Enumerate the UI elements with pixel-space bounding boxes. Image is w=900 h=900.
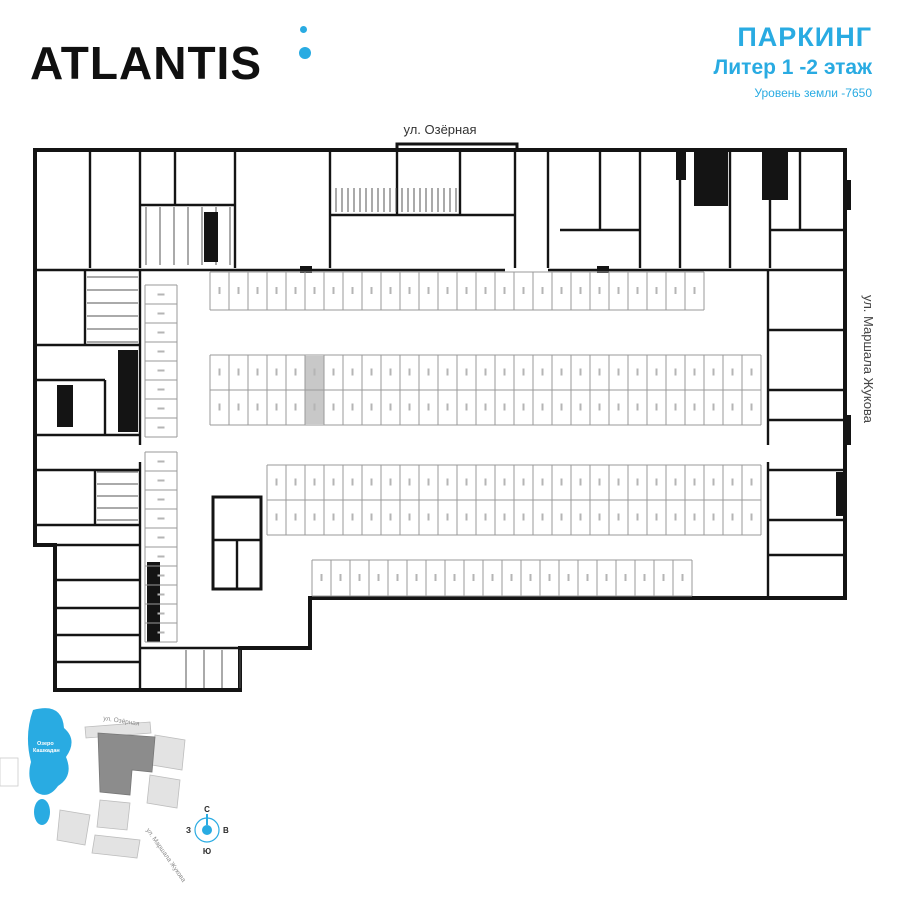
title-block: ПАРКИНГ Литер 1 -2 этаж Уровень земли -7… (714, 22, 872, 100)
lake-tail-shape (34, 799, 50, 825)
lake-label-line2: Кашкадан (33, 748, 60, 754)
lake-shape (27, 708, 72, 795)
compass-center-icon (202, 825, 212, 835)
minimap-street-bottom: ул. Маршала Жукова (144, 827, 187, 884)
page-subtitle: Литер 1 -2 этаж (713, 56, 872, 79)
logo-dot-small-icon (300, 26, 307, 33)
page-title: ПАРКИНГ (737, 22, 872, 52)
logo-dot-big-icon (299, 47, 311, 59)
ground-level-note: Уровень земли -7650 (754, 86, 872, 100)
compass-south: Ю (203, 847, 211, 856)
compass-east: В (223, 826, 229, 835)
lake-label-line1: Озеро (37, 741, 54, 747)
brand-logo: ATLANTIS (30, 37, 263, 89)
minimap: Озеро Кашкадан ул. Озёрная ул. Маршала Ж… (0, 708, 229, 884)
compass-west: З (186, 826, 191, 835)
plan-geometry (33, 142, 851, 692)
minimap-current-building (97, 732, 156, 796)
compass: С В Ю З (186, 805, 229, 856)
compass-north: С (204, 805, 210, 814)
street-label-top: ул. Озёрная (403, 122, 477, 137)
